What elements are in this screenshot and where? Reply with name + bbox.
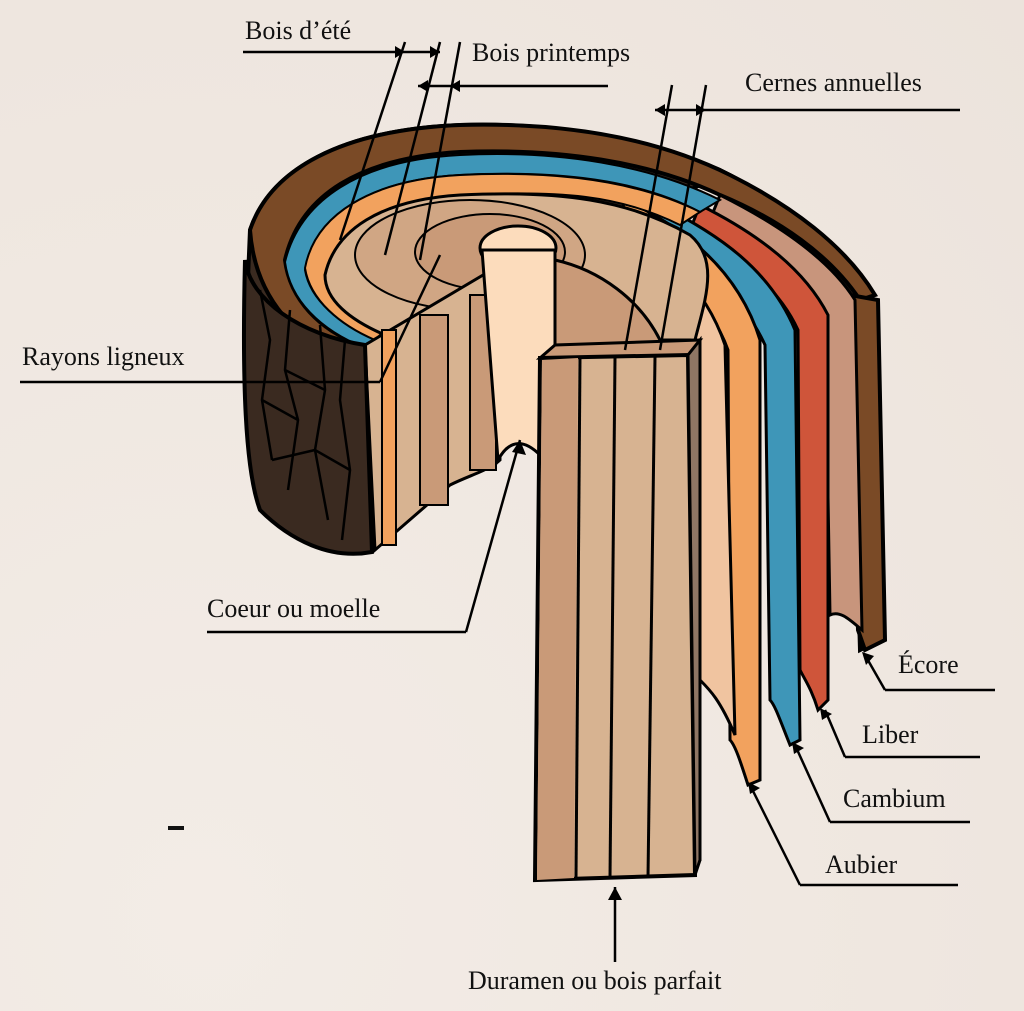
label-bois-ete: Bois d’été [245, 16, 352, 45]
stray-mark [168, 826, 184, 830]
board-line-3 [646, 356, 657, 878]
label-cambium: Cambium [843, 784, 946, 813]
duramen-board-side [686, 335, 702, 876]
board-stripe-left [537, 358, 578, 880]
board-line-1 [574, 357, 582, 879]
label-bois-printemps: Bois printemps [472, 38, 631, 67]
arrowheads [395, 46, 874, 900]
label-cernes-annuelles: Cernes annuelles [745, 68, 922, 97]
callout-lines [20, 41, 995, 962]
label-rayons-ligneux: Rayons ligneux [22, 342, 185, 371]
label-duramen: Duramen ou bois parfait [468, 966, 722, 995]
label-aubier: Aubier [825, 850, 898, 879]
label-liber: Liber [862, 720, 919, 749]
label-coeur-moelle: Coeur ou moelle [207, 594, 381, 623]
label-ecorce: Écore [898, 650, 959, 679]
board-line-2 [608, 357, 617, 879]
cut-stripe-aubier [381, 329, 397, 546]
cut-stripe-1 [419, 314, 449, 506]
bark-left-face [241, 259, 375, 556]
bark-cracks [258, 289, 352, 541]
